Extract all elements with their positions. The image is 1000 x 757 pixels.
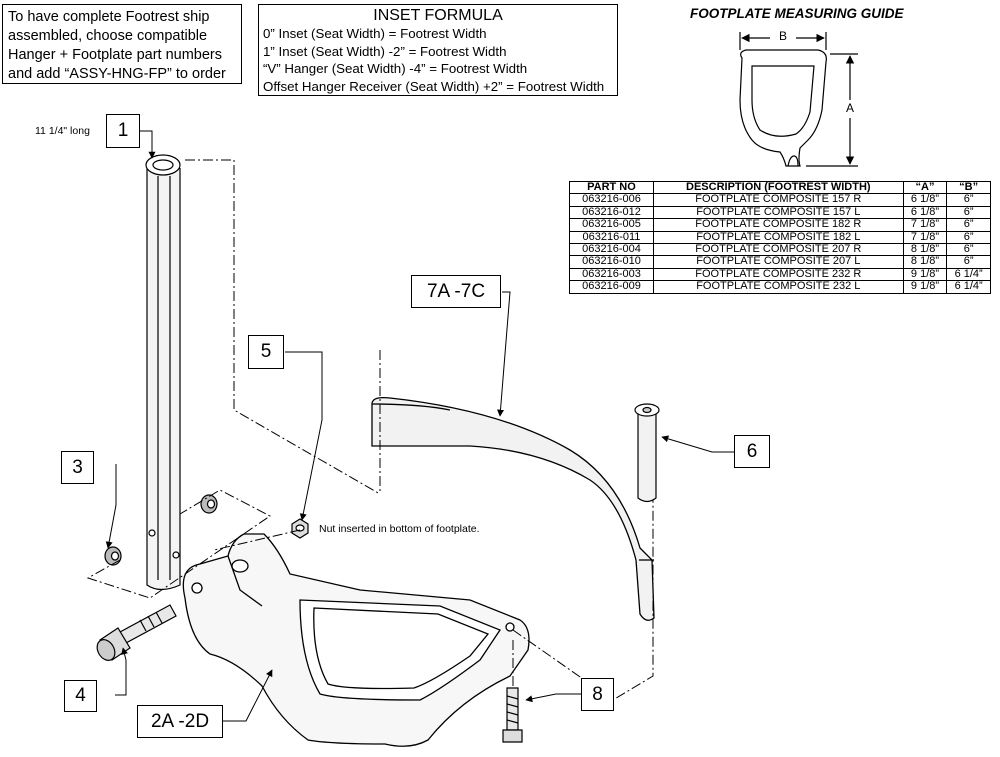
screw-drawing xyxy=(502,687,523,743)
cell-a: 6 1/8” xyxy=(902,193,948,207)
formula-line: 0” Inset (Seat Width) = Footrest Width xyxy=(263,26,487,41)
header-description: DESCRIPTION (FOOTREST WIDTH) xyxy=(652,180,904,195)
cell-a: 7 1/8” xyxy=(902,218,948,232)
cell-a: 6 1/8” xyxy=(902,205,948,220)
cell-a: 7 1/8” xyxy=(902,230,948,245)
inset-formula-box: INSET FORMULA 0” Inset (Seat Width) = Fo… xyxy=(258,4,618,96)
header-b: “B” xyxy=(946,180,991,195)
table-header-row: PART NO DESCRIPTION (FOOTREST WIDTH) “A”… xyxy=(569,180,991,195)
dimension-a-label: A xyxy=(845,101,856,115)
cell-description: FOOTPLATE COMPOSITE 157 R xyxy=(652,193,904,207)
nut-note-annotation: Nut inserted in bottom of footplate. xyxy=(319,523,480,535)
callout-4: 4 xyxy=(64,680,97,712)
cell-a: 8 1/8” xyxy=(902,255,948,269)
note-line: Hanger + Footplate part numbers xyxy=(8,47,222,63)
hanger-tube-drawing xyxy=(145,154,181,591)
cell-description: FOOTPLATE COMPOSITE 232 R xyxy=(652,267,904,282)
note-line: and add “ASSY-HNG-FP” to order xyxy=(8,66,226,82)
callout-2a-2d: 2A -2D xyxy=(137,705,223,738)
note-line: assembled, choose compatible xyxy=(8,28,208,44)
cell-part-no: 063216-009 xyxy=(569,280,654,294)
cell-description: FOOTPLATE COMPOSITE 157 L xyxy=(652,205,904,220)
cell-description: FOOTPLATE COMPOSITE 182 R xyxy=(652,218,904,232)
assembly-note-box: To have complete Footrest ship assembled… xyxy=(2,4,242,84)
cell-b: 6” xyxy=(946,230,991,245)
cell-a: 9 1/8” xyxy=(902,280,948,294)
cell-description: FOOTPLATE COMPOSITE 182 L xyxy=(652,230,904,245)
cell-part-no: 063216-011 xyxy=(569,230,654,245)
cell-b: 6 1/4” xyxy=(946,267,991,282)
cell-part-no: 063216-006 xyxy=(569,193,654,207)
bolt-drawing xyxy=(96,604,177,661)
inset-formula-title: INSET FORMULA xyxy=(373,7,503,24)
leader-lines xyxy=(105,130,734,722)
cell-b: 6” xyxy=(946,255,991,269)
header-a: “A” xyxy=(902,180,948,195)
cell-b: 6” xyxy=(946,218,991,232)
callout-5: 5 xyxy=(248,335,284,369)
pin-drawing xyxy=(634,403,660,503)
formula-line: Offset Hanger Receiver (Seat Width) +2” … xyxy=(263,78,605,94)
cell-a: 9 1/8” xyxy=(902,267,948,282)
footplate-drawing xyxy=(182,533,530,747)
callout-6: 6 xyxy=(734,435,770,468)
formula-line: “V” Hanger (Seat Width) -4” = Footrest W… xyxy=(263,61,528,76)
measuring-guide-drawing xyxy=(739,32,858,167)
cell-description: FOOTPLATE COMPOSITE 207 R xyxy=(652,243,904,257)
cell-part-no: 063216-005 xyxy=(569,218,654,232)
cell-part-no: 063216-010 xyxy=(569,255,654,269)
dimension-b-label: B xyxy=(777,29,790,43)
washer-drawings xyxy=(104,494,218,566)
cell-b: 6” xyxy=(946,193,991,207)
cell-part-no: 063216-004 xyxy=(569,243,654,257)
measuring-guide-title: FOOTPLATE MEASURING GUIDE xyxy=(690,6,904,21)
parts-table: PART NO DESCRIPTION (FOOTREST WIDTH) “A”… xyxy=(569,180,991,294)
cell-description: FOOTPLATE COMPOSITE 207 L xyxy=(652,255,904,269)
callout-1: 1 xyxy=(106,114,140,148)
header-part-no: PART NO xyxy=(569,180,654,195)
cell-a: 8 1/8” xyxy=(902,243,948,257)
hanger-arm-drawing xyxy=(371,396,655,621)
cell-b: 6” xyxy=(946,243,991,257)
callout-3: 3 xyxy=(61,451,94,484)
cell-description: FOOTPLATE COMPOSITE 232 L xyxy=(652,280,904,294)
formula-line: 1” Inset (Seat Width) -2” = Footrest Wid… xyxy=(263,43,507,59)
alignment-lines xyxy=(86,159,654,701)
cell-part-no: 063216-012 xyxy=(569,205,654,220)
note-line: To have complete Footrest ship xyxy=(8,9,210,25)
nut-drawing xyxy=(291,518,309,539)
length-annotation: 11 1/4" long xyxy=(35,125,90,137)
cell-part-no: 063216-003 xyxy=(569,267,654,282)
callout-8: 8 xyxy=(581,678,614,711)
cell-b: 6 1/4” xyxy=(946,280,991,294)
cell-b: 6” xyxy=(946,205,991,220)
callout-7a-7c: 7A -7C xyxy=(411,275,501,308)
